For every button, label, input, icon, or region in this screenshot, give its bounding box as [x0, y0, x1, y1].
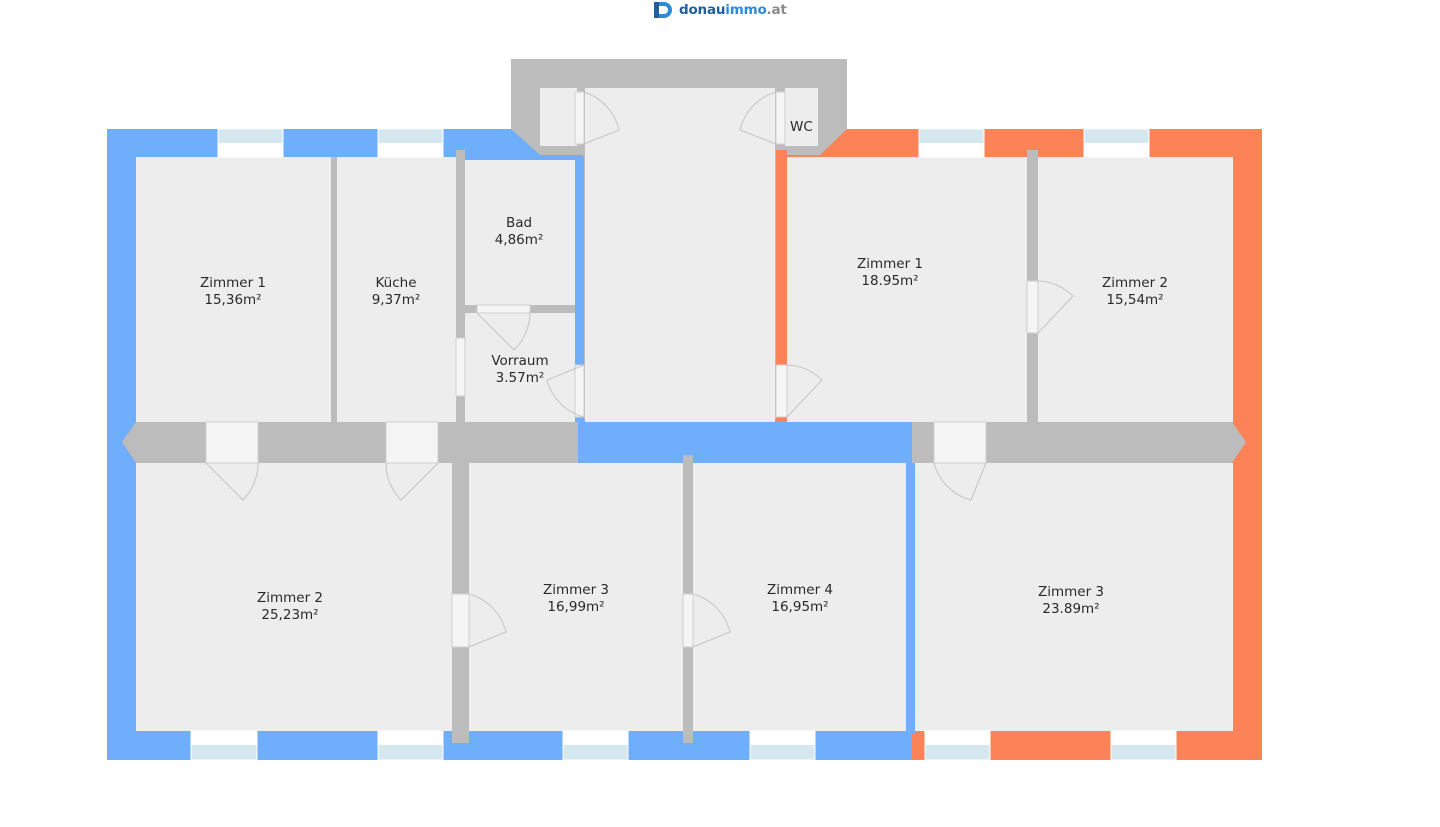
door-opening	[1026, 280, 1039, 334]
room-name: Vorraum	[491, 353, 549, 369]
windows-bottom	[190, 730, 1177, 761]
door-opening	[775, 91, 786, 145]
corridor-blue-band	[578, 422, 912, 463]
window-sills	[191, 143, 1176, 745]
door-opening	[451, 593, 470, 648]
wall-a-zimmer4-b-zimmer3	[906, 463, 915, 733]
door-opening	[205, 421, 259, 464]
room-area: 18.95m²	[861, 272, 919, 289]
room-label-a-zimmer4: Zimmer 4 16,95m²	[767, 582, 833, 615]
door-openings	[205, 91, 1039, 648]
door-swings	[205, 91, 1074, 648]
wall-zimmer1-kueche	[331, 157, 337, 422]
door-opening	[682, 593, 694, 648]
room-area: 9,37m²	[371, 291, 421, 308]
wall-kueche-bad	[456, 150, 465, 422]
door-opening	[574, 91, 585, 145]
room-name: Zimmer 3	[542, 582, 610, 598]
door-opening	[385, 421, 439, 464]
room-label-a-zimmer1: Zimmer 1 15,36m²	[200, 275, 266, 308]
floor-a-zimmer2	[136, 463, 452, 731]
room-label-a-vorraum: Vorraum 3.57m²	[491, 353, 548, 386]
corridor-wall-left	[122, 422, 578, 463]
floor-a-zimmer1	[136, 157, 331, 422]
room-area: 3.57m²	[495, 369, 545, 386]
brand-name-part3: .at	[766, 2, 787, 18]
wall-b-zimmer1-stair	[776, 150, 787, 422]
room-label-b-zimmer2: Zimmer 2 15,54m²	[1102, 275, 1168, 308]
room-name: Bad	[505, 215, 533, 231]
room-area: 16,99m²	[547, 598, 605, 615]
floor-b-zimmer3	[915, 463, 1233, 731]
room-label-b-zimmer3: Zimmer 3 23.89m²	[1038, 584, 1104, 617]
room-area: 16,95m²	[771, 598, 829, 615]
room-name: Zimmer 4	[766, 582, 834, 598]
room-label-a-zimmer3: Zimmer 3 16,99m²	[543, 582, 609, 615]
floor-a-zimmer4	[693, 463, 906, 731]
floor-a-zimmer3	[469, 463, 683, 731]
floor-a-vorraum	[465, 313, 575, 422]
floor-b-zimmer2	[1038, 157, 1233, 422]
room-label-a-bad: Bad 4,86m²	[495, 215, 544, 248]
corridor-wall-right	[912, 422, 1246, 463]
room-name: Zimmer 1	[199, 275, 267, 291]
door-opening	[574, 364, 585, 418]
room-area: 25,23m²	[261, 606, 319, 623]
stair-hall-floor	[585, 88, 775, 422]
room-name: Zimmer 2	[256, 590, 324, 606]
brand-logo: donauimmo.at	[653, 0, 787, 20]
room-area: 15,36m²	[204, 291, 262, 308]
floor-a-bad	[465, 160, 575, 305]
room-name: Zimmer 2	[1101, 275, 1169, 291]
brand-name-part2: immo	[725, 2, 767, 18]
wc-floor	[785, 88, 818, 146]
logo-d-icon	[654, 2, 672, 18]
door-opening	[455, 337, 466, 397]
room-name: Küche	[375, 275, 417, 291]
room-area: 15,54m²	[1106, 291, 1164, 308]
room-label-b-zimmer1: Zimmer 1 18.95m²	[857, 256, 923, 289]
room-label-wc: WC	[790, 119, 813, 135]
wall-vorraum-stair	[575, 157, 584, 422]
floor-b-zimmer1	[787, 157, 1027, 422]
door-opening	[933, 421, 987, 464]
door-opening	[476, 304, 531, 314]
brand-name: donauimmo.at	[679, 2, 787, 18]
room-name: Zimmer 3	[1037, 584, 1105, 600]
room-name: Zimmer 1	[856, 256, 924, 272]
room-area: 23.89m²	[1042, 600, 1100, 617]
room-area: 4,86m²	[494, 231, 544, 248]
stair-niche-left	[540, 88, 577, 146]
door-opening	[775, 364, 788, 418]
floor-a-kueche	[337, 157, 456, 422]
room-label-a-zimmer2: Zimmer 2 25,23m²	[257, 590, 323, 623]
room-label-a-kueche: Küche 9,37m²	[372, 275, 421, 308]
brand-name-part1: donau	[679, 2, 726, 18]
